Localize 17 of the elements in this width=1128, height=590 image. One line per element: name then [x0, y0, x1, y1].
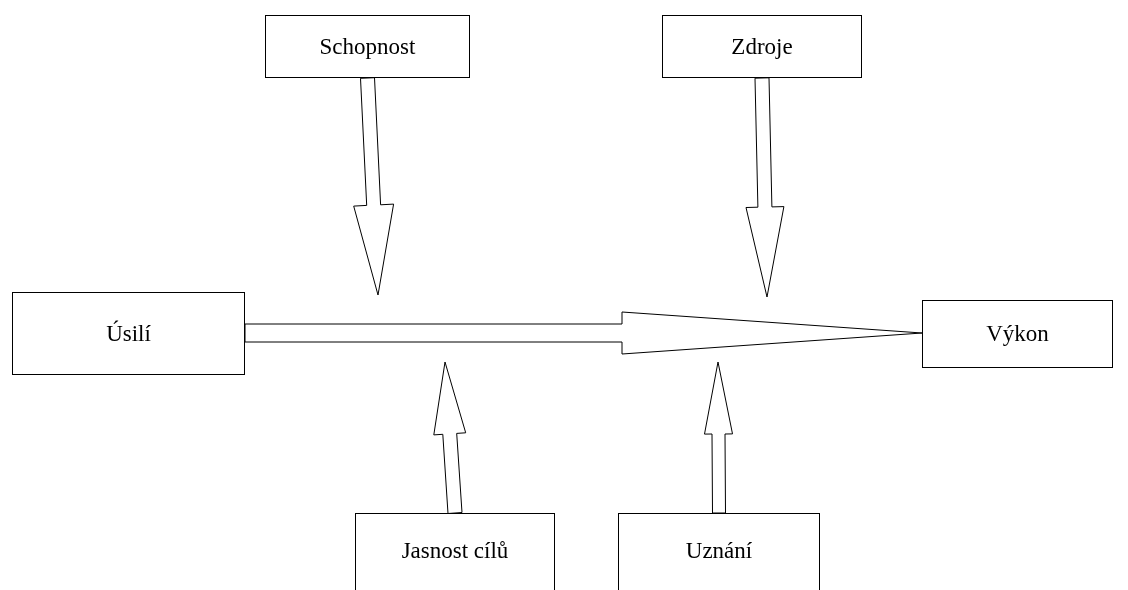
node-label: Úsilí [106, 320, 151, 347]
process-box [662, 15, 862, 78]
process-box [922, 300, 1113, 368]
node-label: Schopnost [319, 33, 416, 60]
process-box [12, 292, 245, 375]
block-arrow [353, 77, 395, 296]
block-arrow [745, 77, 785, 298]
process-box [265, 15, 470, 78]
process-box [618, 513, 820, 590]
block-arrow [244, 311, 923, 355]
node-label: Uznání [685, 538, 753, 564]
block-arrow [433, 361, 467, 514]
block-arrow [704, 361, 733, 514]
node-label: Jasnost cílů [401, 538, 509, 564]
process-box [355, 513, 555, 590]
node-label: Výkon [986, 321, 1049, 347]
node-label: Zdroje [731, 33, 793, 60]
